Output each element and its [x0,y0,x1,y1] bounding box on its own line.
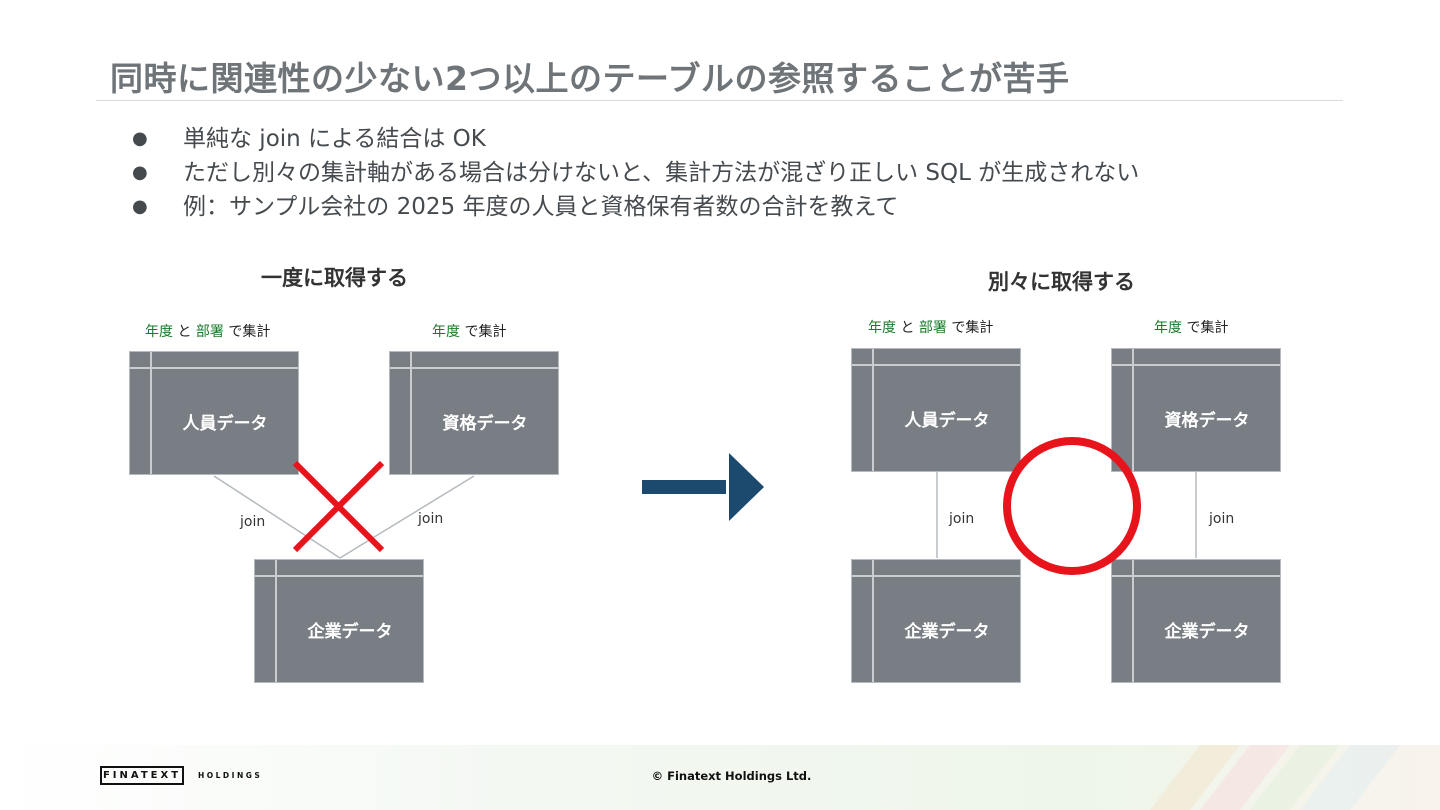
table-label: 資格データ [1164,411,1250,431]
bullet-text: 例：サンプル会社の 2025 年度の人員と資格保有者数の合計を教えて [183,194,899,220]
bullet-marker: ● [132,196,148,217]
table-personnel-data: 人員データ [851,348,1021,472]
bullet-text: ただし別々の集計軸がある場合は分けないと、集計方法が混ざり正しい SQL が生成… [183,160,1140,186]
arrow-right-icon [642,453,764,521]
agg-keyword: 年度 [868,320,896,336]
table-label: 資格データ [442,414,528,434]
bullet-item: ● ただし別々の集計軸がある場合は分けないと、集計方法が混ざり正しい SQL が生… [132,156,1139,190]
table-column-line [410,352,412,474]
copyright-text: © Finatext Holdings Ltd. [651,769,812,783]
slide-title: 同時に関連性の少ない2つ以上のテーブルの参照することが苦手 [110,59,1070,98]
join-label: join [1209,511,1235,527]
table-label: 人員データ [904,411,990,431]
agg-keyword: 年度 [145,324,173,340]
table-header-line [390,367,558,369]
agg-keyword: 年度 [1154,320,1182,336]
table-header-line [1112,364,1280,366]
left-diagram-title: 一度に取得する [261,266,408,290]
agg-suffix: で集計 [951,320,994,336]
bullet-text: 単純な join による結合は OK [183,126,486,152]
agg-suffix: で集計 [228,324,271,340]
footer-background [0,745,1440,810]
title-divider [96,100,1343,101]
table-column-line [872,560,874,682]
agg-label-right-b: 年度 で集計 [1154,317,1228,337]
table-label: 企業データ [904,622,990,642]
holdings-wordmark: HOLDINGS [198,771,263,780]
agg-suffix: で集計 [464,324,507,340]
cross-icon [292,460,385,553]
agg-label-left-b: 年度 で集計 [432,321,506,341]
join-line-left-a [213,475,341,559]
table-header-line [1112,575,1280,577]
table-company-data: 企業データ [851,559,1021,683]
bullet-marker: ● [132,162,148,183]
finatext-logo: FINATEXT [100,766,184,785]
table-column-line [275,560,277,682]
right-diagram-title: 別々に取得する [988,270,1135,294]
bullet-item: ● 単純な join による結合は OK [132,122,1139,156]
join-line-left-b [339,475,475,559]
table-header-line [255,575,423,577]
bullet-list: ● 単純な join による結合は OK ● ただし別々の集計軸がある場合は分けない… [132,122,1139,224]
table-personnel-data: 人員データ [129,351,299,475]
table-column-line [872,349,874,471]
table-label: 企業データ [1164,622,1250,642]
table-header-line [130,367,298,369]
agg-keyword: 部署 [195,324,224,340]
bullet-marker: ● [132,128,148,149]
agg-keyword: 部署 [918,320,947,336]
agg-label-right-a: 年度 と 部署 で集計 [868,317,993,337]
agg-conjunction: と [900,320,915,336]
table-company-data: 企業データ [1111,559,1281,683]
agg-conjunction: と [177,324,192,340]
agg-keyword: 年度 [432,324,460,340]
bullet-item: ● 例：サンプル会社の 2025 年度の人員と資格保有者数の合計を教えて [132,190,1139,224]
agg-label-left-a: 年度 と 部署 で集計 [145,321,270,341]
table-label: 人員データ [182,414,268,434]
table-label: 企業データ [307,622,393,642]
table-header-line [852,364,1020,366]
circle-icon [1003,437,1141,575]
table-qualification-data: 資格データ [1111,348,1281,472]
join-label: join [949,511,975,527]
table-column-line [1132,349,1134,471]
join-label: join [240,514,266,530]
table-header-line [852,575,1020,577]
table-company-data: 企業データ [254,559,424,683]
table-qualification-data: 資格データ [389,351,559,475]
table-column-line [150,352,152,474]
table-column-line [1132,560,1134,682]
agg-suffix: で集計 [1186,320,1229,336]
join-label: join [418,511,444,527]
